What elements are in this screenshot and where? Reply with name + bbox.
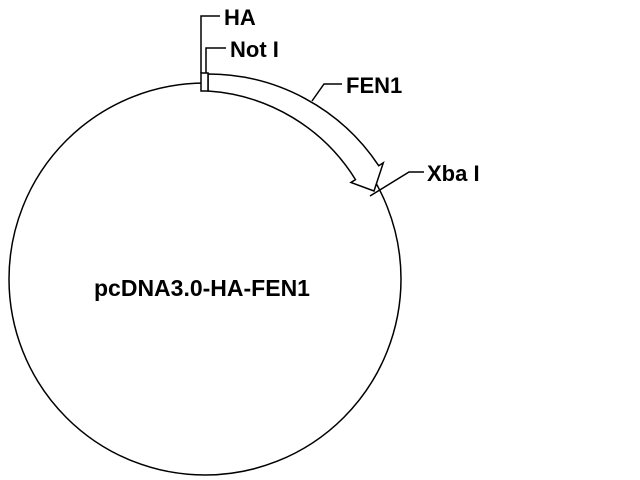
ha-tag-box <box>200 72 209 92</box>
fen1-insert-arrow <box>207 73 385 192</box>
not1-label: Not I <box>230 37 279 62</box>
ha-label: HA <box>224 5 256 30</box>
xba1-leader-line <box>369 171 424 197</box>
ha-leader-line <box>200 15 220 73</box>
fen1-leader-line <box>311 83 342 102</box>
xba1-label: Xba I <box>427 161 480 186</box>
fen1-label: FEN1 <box>346 73 402 98</box>
plasmid-name: pcDNA3.0-HA-FEN1 <box>94 275 310 301</box>
not1-leader-line <box>205 47 226 73</box>
